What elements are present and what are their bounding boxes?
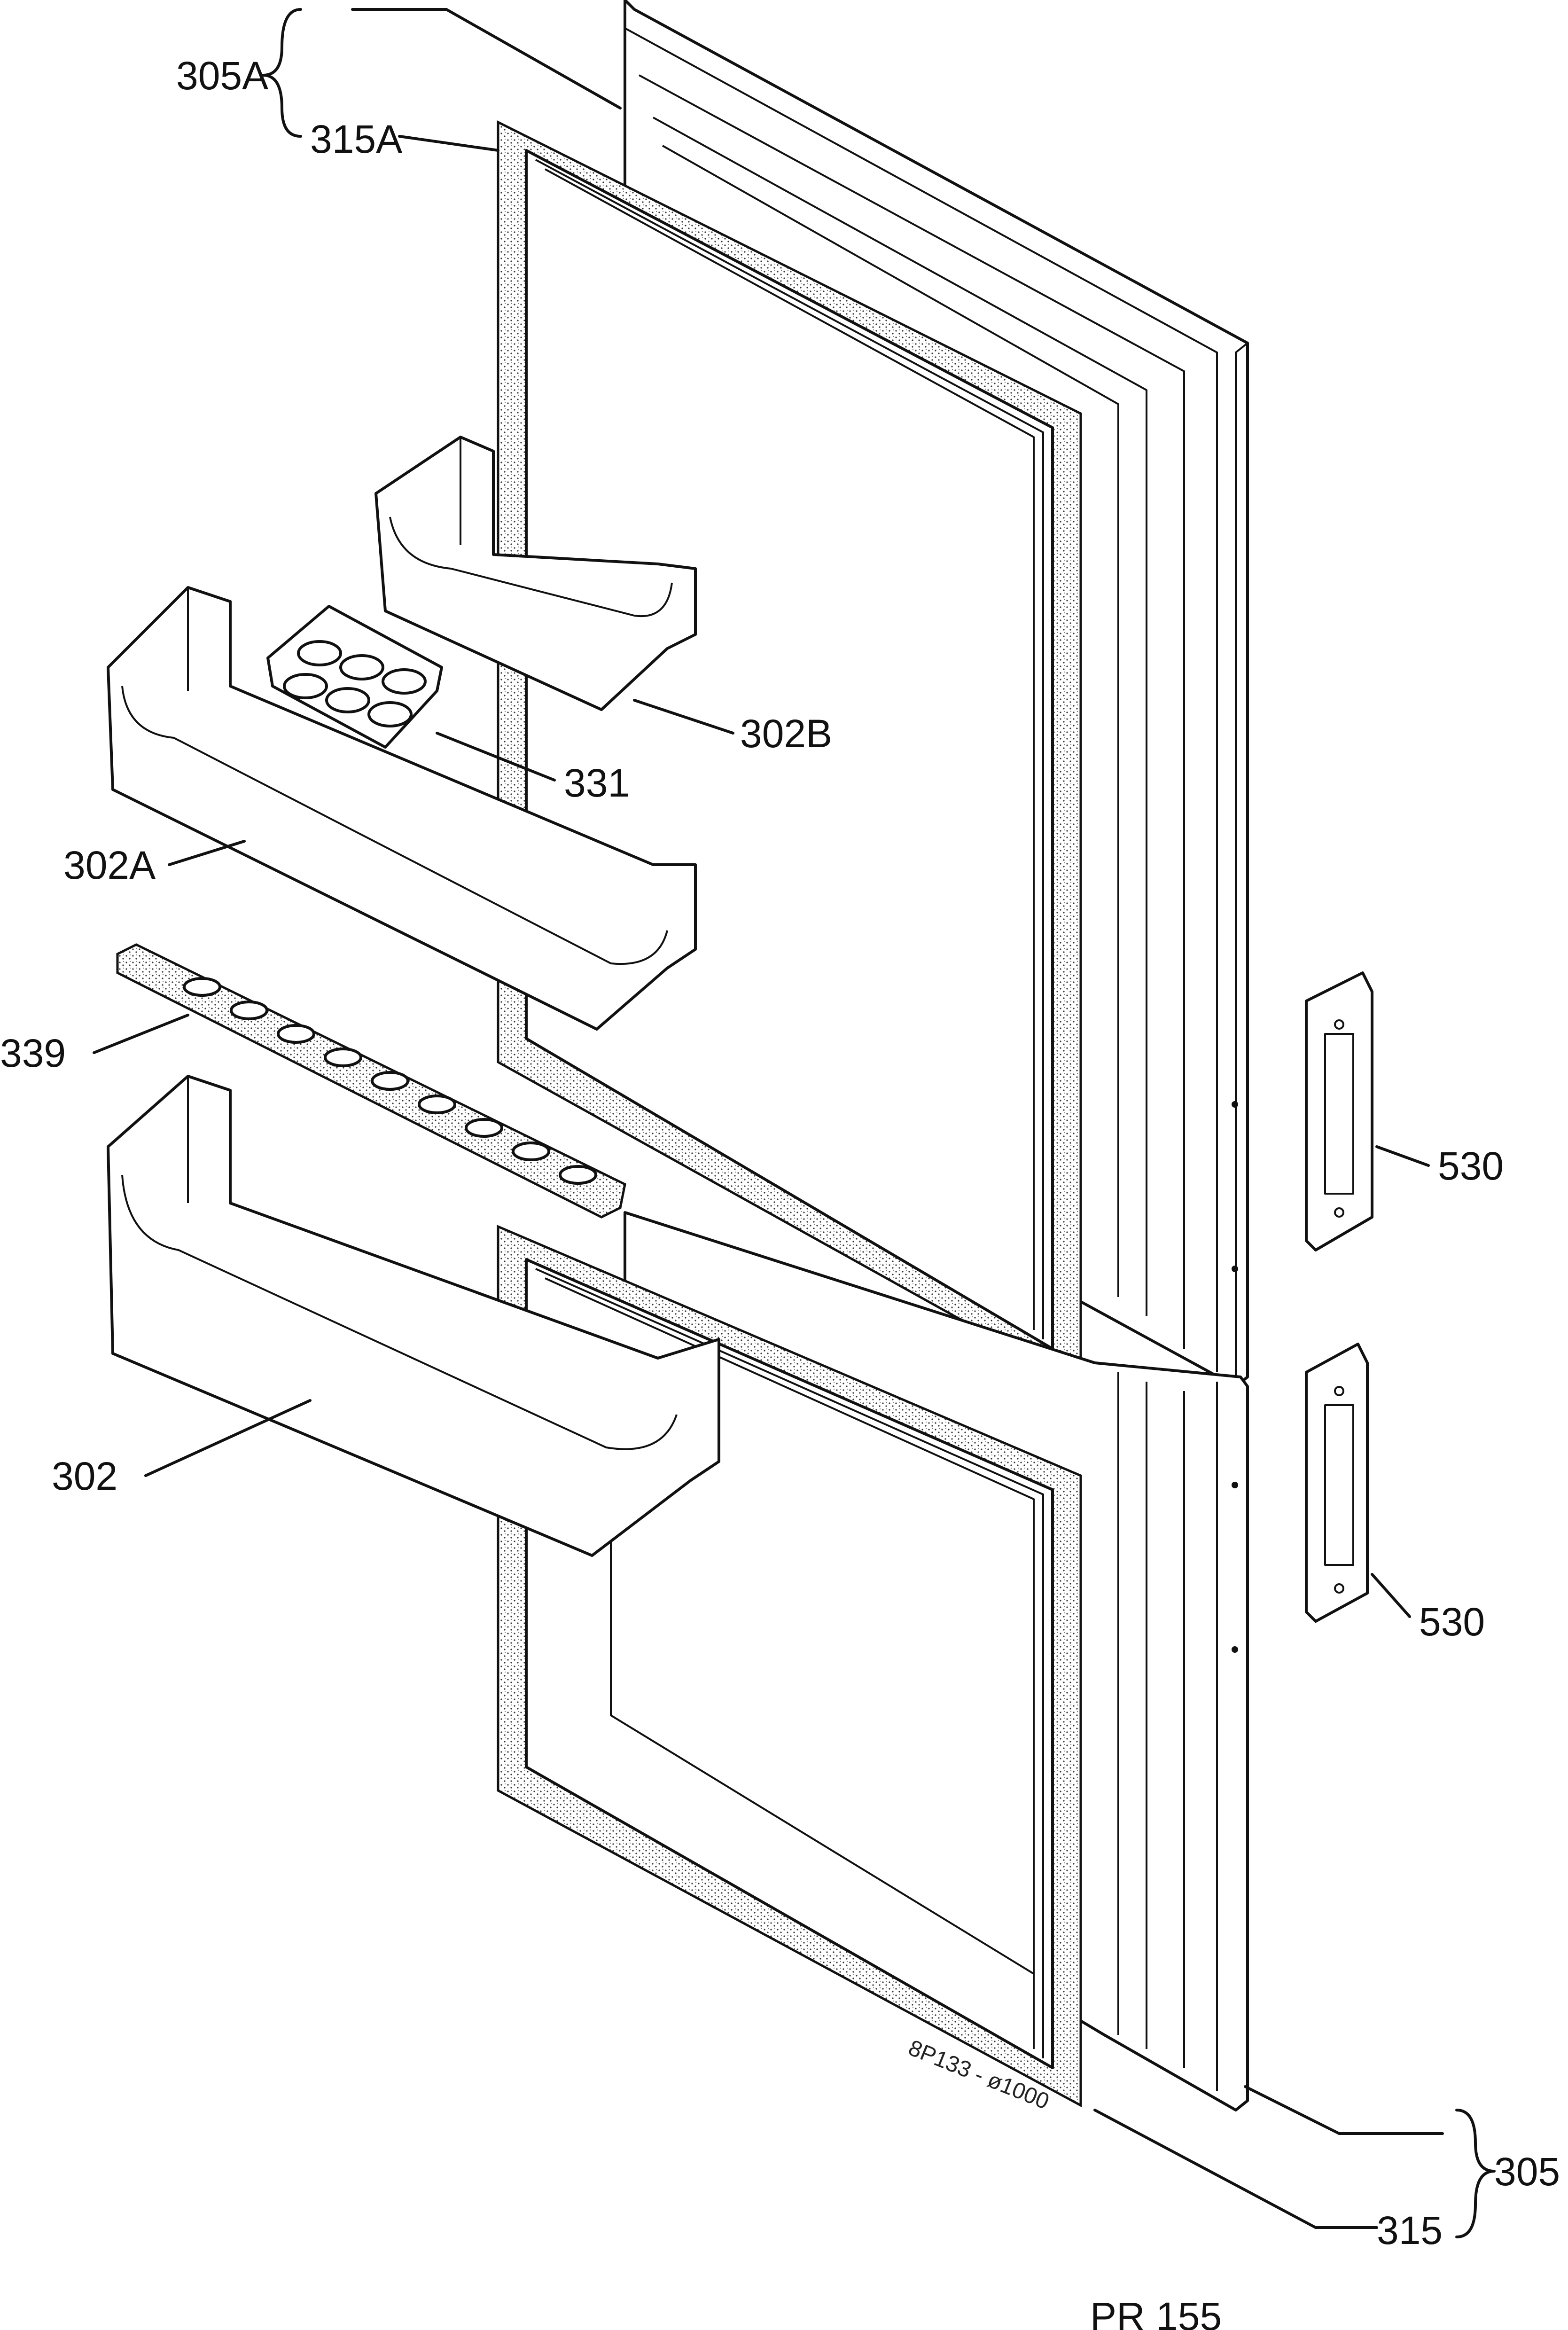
label-530-upper: 530 [1438,1144,1504,1188]
label-331: 331 [564,761,630,805]
label-305: 305 [1494,2150,1560,2194]
drawing-reference: PR 155 [1090,2294,1222,2330]
label-339: 339 [0,1031,66,1075]
small-door-shelf [374,436,697,711]
label-302: 302 [52,1454,117,1498]
door-handle-lower [1305,1343,1369,1623]
large-door-shelf-upper [107,586,697,1031]
label-530-lower: 530 [1419,1600,1485,1644]
egg-tray [266,605,443,749]
label-302a: 302A [63,843,156,887]
label-315: 315 [1377,2208,1443,2252]
door-handle-upper [1305,971,1373,1251]
label-315a: 315A [310,117,402,161]
leader-lines [93,8,1496,2238]
bottle-rail [116,943,626,1219]
label-305a: 305A [176,54,268,98]
upper-door-gasket [497,120,1082,1389]
large-door-shelf-lower [107,1075,720,1557]
label-302b: 302B [740,712,832,756]
